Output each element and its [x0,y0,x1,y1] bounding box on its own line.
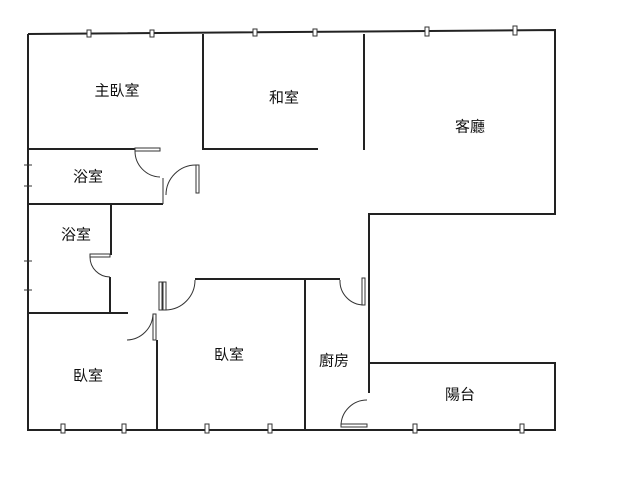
room-label-bedroom-1: 臥室 [72,366,104,385]
doors [89,147,368,428]
room-label-living-room: 客廳 [454,117,486,136]
windows [24,25,525,434]
room-label-japanese-room: 和室 [268,88,300,107]
room-label-master-bedroom: 主臥室 [94,81,140,100]
room-label-kitchen: 廚房 [318,351,350,370]
room-label-bathroom-2: 浴室 [60,225,92,244]
room-label-bedroom-2: 臥室 [213,345,245,364]
room-label-balcony: 陽台 [444,385,476,404]
room-label-bathroom-1: 浴室 [72,167,104,186]
walls [27,28,556,431]
